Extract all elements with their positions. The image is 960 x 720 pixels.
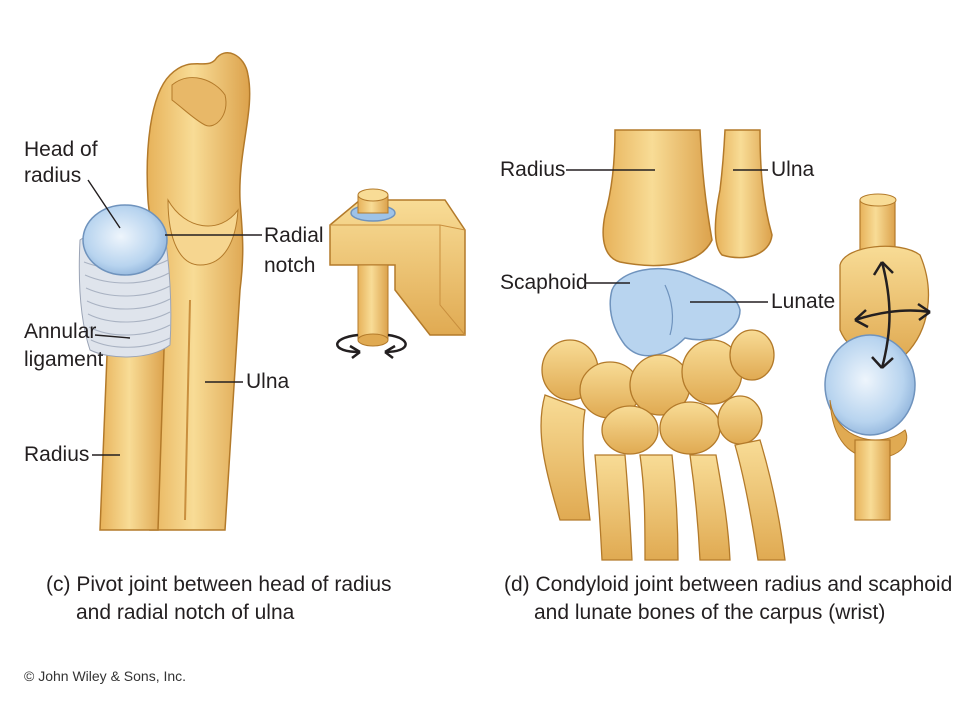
caption-d-line2: and lunate bones of the carpus (wrist): [534, 601, 886, 624]
carpal-bones: [540, 329, 786, 561]
label-annular-ligament-line1: Annular: [24, 320, 97, 343]
label-ulna-c: Ulna: [246, 370, 290, 393]
label-ulna-d: Ulna: [771, 158, 815, 181]
label-radial-notch-line2: notch: [264, 254, 316, 277]
label-lunate: Lunate: [771, 290, 836, 313]
leader-lines-d: [566, 169, 768, 303]
scaphoid-lunate-cartilage: [609, 267, 741, 357]
leader-lines-c: [87, 179, 262, 456]
caption-c-line2: and radial notch of ulna: [76, 601, 295, 624]
condyloid-joint-model: [824, 193, 930, 521]
pivot-joint-model: [329, 188, 466, 347]
radius-bone-d: [602, 129, 713, 267]
multidirectional-arrow-icon: [854, 261, 931, 369]
ulna-bone-c: [146, 52, 251, 531]
head-of-radius-cartilage: [82, 204, 168, 276]
label-scaphoid: Scaphoid: [500, 271, 588, 294]
rotation-arrow-icon: [336, 333, 407, 359]
caption-d-line1: (d) Condyloid joint between radius and s…: [504, 573, 953, 596]
label-radius-d: Radius: [500, 158, 566, 181]
ulna-bone-d: [714, 129, 773, 259]
caption-c-line1: (c) Pivot joint between head of radius: [46, 573, 392, 596]
label-annular-ligament-line2: ligament: [24, 348, 104, 371]
label-head-of-radius-line1: Head of: [24, 138, 98, 161]
label-head-of-radius-line2: radius: [24, 164, 82, 187]
label-radial-notch-line1: Radial: [264, 224, 324, 247]
copyright-notice: © John Wiley & Sons, Inc.: [24, 668, 187, 684]
label-radius-c: Radius: [24, 443, 90, 466]
